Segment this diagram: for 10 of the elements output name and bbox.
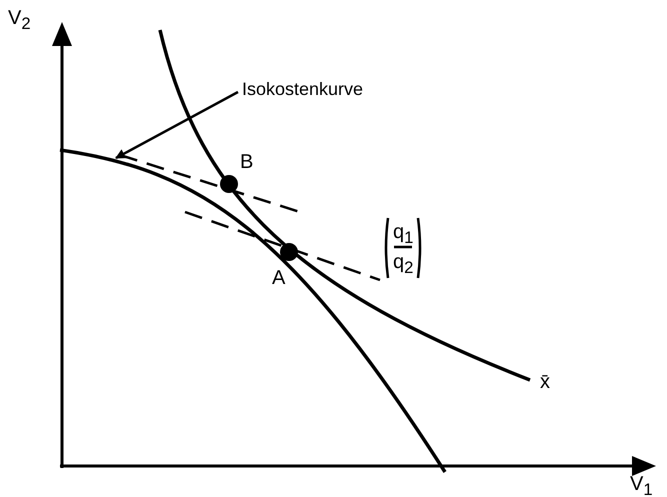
leader-arrow <box>115 90 239 160</box>
curve-label: Isokostenkurve <box>242 80 364 98</box>
axis-label: V$_{2}$ <box>8 8 31 33</box>
axis-label: V$_{1}$ <box>630 474 653 497</box>
point-label: A <box>272 268 286 288</box>
point-label: B <box>240 152 254 172</box>
fraction-denominator: q$_{2}$ <box>393 252 414 277</box>
curve-label: x̄ <box>540 372 550 392</box>
fraction-numerator: q$_{1}$ <box>393 222 414 247</box>
isocost-curve <box>60 148 446 473</box>
